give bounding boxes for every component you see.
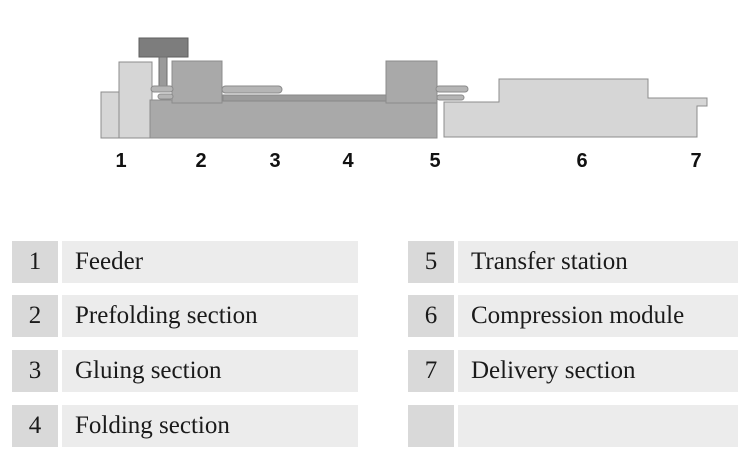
legend-label: Delivery section bbox=[458, 350, 738, 392]
legend-row-empty bbox=[408, 405, 738, 447]
legend-label: Prefolding section bbox=[62, 295, 358, 337]
legend-row: 4 Folding section bbox=[12, 405, 358, 447]
legend-row: 6 Compression module bbox=[408, 295, 738, 337]
legend-row: 3 Gluing section bbox=[12, 350, 358, 392]
legend-row: 7 Delivery section bbox=[408, 350, 738, 392]
station-number: 6 bbox=[576, 150, 588, 172]
machine-bed bbox=[149, 94, 438, 139]
transport-rails bbox=[150, 85, 469, 101]
compression-delivery-unit bbox=[443, 78, 708, 138]
legend-label: Folding section bbox=[62, 405, 358, 447]
feeder-unit bbox=[100, 61, 153, 139]
legend-row: 1 Feeder bbox=[12, 241, 358, 283]
folder-gluer-machine-diagram bbox=[100, 37, 708, 139]
station-number: 3 bbox=[269, 150, 281, 172]
legend-number: 7 bbox=[408, 350, 454, 392]
legend-label: Compression module bbox=[458, 295, 738, 337]
legend-number: 6 bbox=[408, 295, 454, 337]
legend-number: 5 bbox=[408, 241, 454, 283]
legend-number: 4 bbox=[12, 405, 58, 447]
prefolding-unit bbox=[171, 60, 223, 104]
station-number: 5 bbox=[429, 150, 441, 172]
legend-label bbox=[458, 405, 738, 447]
legend-number: 3 bbox=[12, 350, 58, 392]
drive-motor bbox=[138, 37, 189, 88]
transfer-unit bbox=[385, 60, 438, 104]
legend-row: 2 Prefolding section bbox=[12, 295, 358, 337]
legend-number: 2 bbox=[12, 295, 58, 337]
legend-number: 1 bbox=[12, 241, 58, 283]
legend-row: 5 Transfer station bbox=[408, 241, 738, 283]
station-number: 2 bbox=[195, 150, 207, 172]
legend-number bbox=[408, 405, 454, 447]
legend-label: Gluing section bbox=[62, 350, 358, 392]
station-number: 4 bbox=[342, 150, 354, 172]
legend-label: Transfer station bbox=[458, 241, 738, 283]
station-number: 1 bbox=[115, 150, 127, 172]
legend-label: Feeder bbox=[62, 241, 358, 283]
station-number: 7 bbox=[690, 150, 702, 172]
